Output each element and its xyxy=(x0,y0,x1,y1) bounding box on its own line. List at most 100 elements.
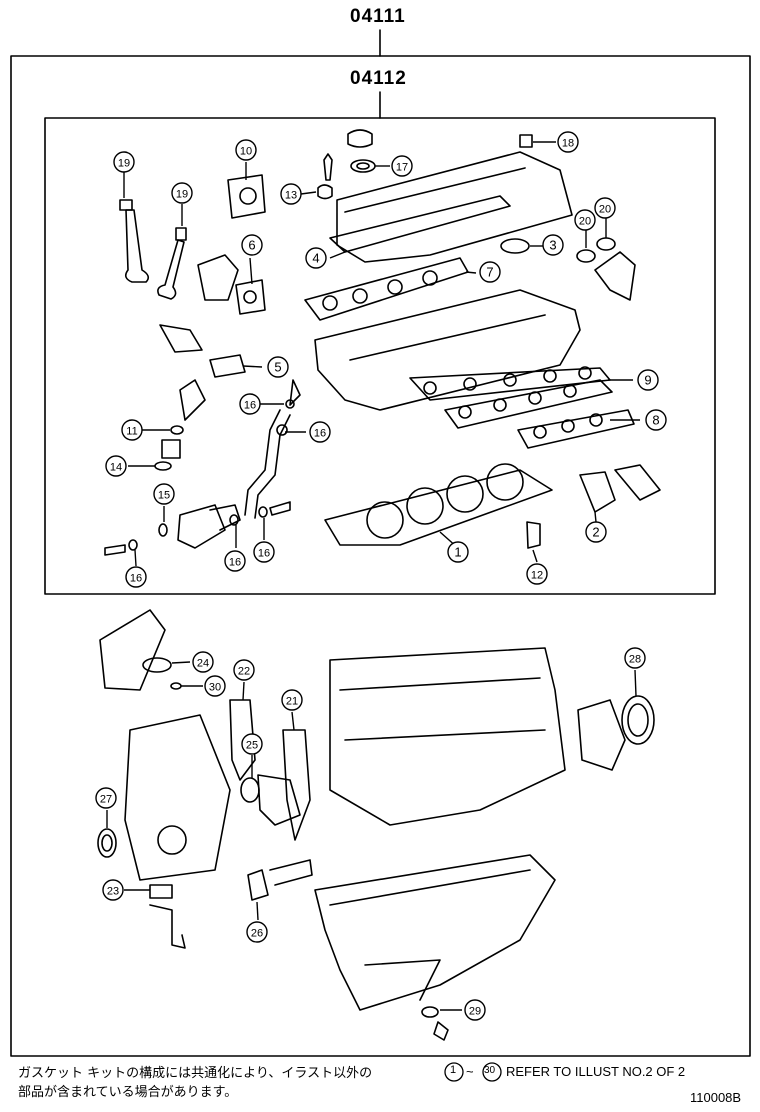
o-ring-16e xyxy=(128,539,138,551)
callout-21: 21 xyxy=(281,689,303,711)
callout-19: 19 xyxy=(171,182,193,204)
callout-6: 6 xyxy=(241,234,263,256)
callout-circle xyxy=(102,879,124,901)
o-ring-16c xyxy=(229,514,239,526)
callout-7: 7 xyxy=(479,261,501,283)
inner-kit-frame xyxy=(44,117,716,595)
valve-19-right xyxy=(157,239,185,300)
callout-number: 7 xyxy=(486,265,493,280)
callout-18: 18 xyxy=(557,131,579,153)
callout-circle xyxy=(637,369,659,391)
water-outlet-drawing xyxy=(99,609,166,691)
callout-circle xyxy=(464,999,486,1021)
o-ring-15 xyxy=(158,523,168,537)
callout-number: 1 xyxy=(454,545,461,560)
refer-to-illust-note: REFER TO ILLUST NO.2 OF 2 xyxy=(506,1064,686,1079)
ref-separator: ~ xyxy=(466,1064,474,1079)
callout-number: 20 xyxy=(579,216,591,228)
callout-number: 18 xyxy=(562,138,574,150)
callout-number: 21 xyxy=(286,696,298,708)
callout-20: 20 xyxy=(574,209,596,231)
callout-circle xyxy=(246,921,268,943)
callout-number: 28 xyxy=(629,654,641,666)
illustration-code: 110008B xyxy=(690,1090,742,1105)
gasket-12 xyxy=(526,521,541,549)
gasket-2 xyxy=(579,471,616,513)
callout-circle xyxy=(233,659,255,681)
callout-circle xyxy=(447,541,469,563)
callout-30: 30 xyxy=(204,675,226,697)
callout-2: 2 xyxy=(585,521,607,543)
callout-number: 19 xyxy=(176,189,188,201)
callout-26: 26 xyxy=(246,921,268,943)
callout-16: 16 xyxy=(253,541,275,563)
outer-kit-code: 04111 xyxy=(350,6,406,27)
callout-1: 1 xyxy=(447,541,469,563)
callout-circle xyxy=(557,131,579,153)
seal-20-right xyxy=(596,237,616,251)
callout-number: 16 xyxy=(229,557,241,569)
drain-plug-gasket-29 xyxy=(421,1006,439,1018)
bypass-pipe xyxy=(244,409,291,519)
callout-circle xyxy=(253,541,275,563)
callout-number: 25 xyxy=(246,740,258,752)
callout-number: 10 xyxy=(240,146,252,158)
valve-19-left xyxy=(124,209,150,283)
callout-circle xyxy=(624,647,646,669)
callout-circle xyxy=(224,550,246,572)
callout-circle xyxy=(645,409,667,431)
callout-circle xyxy=(105,455,127,477)
ref-to-circle xyxy=(482,1062,502,1082)
callout-number: 23 xyxy=(107,886,119,898)
o-ring-14 xyxy=(154,461,172,471)
callout-number: 16 xyxy=(130,573,142,585)
callout-circle xyxy=(171,182,193,204)
seal-27 xyxy=(97,828,117,858)
callout-number: 27 xyxy=(100,794,112,806)
o-ring-16b xyxy=(276,424,288,436)
callout-circle xyxy=(280,183,302,205)
callout-number: 3 xyxy=(549,238,556,253)
callout-number: 9 xyxy=(644,373,651,388)
callout-number: 5 xyxy=(274,360,281,375)
callout-number: 11 xyxy=(126,426,137,438)
seal-3 xyxy=(500,238,530,254)
callout-circle xyxy=(281,689,303,711)
cap-gasket-17 xyxy=(350,159,376,173)
inner-kit-code: 04112 xyxy=(350,68,407,89)
o-ring-11 xyxy=(170,425,184,435)
callout-number: 26 xyxy=(251,928,263,940)
callout-circle xyxy=(574,209,596,231)
callout-25: 25 xyxy=(241,733,263,755)
callout-circle xyxy=(192,651,214,673)
gasket-5 xyxy=(209,354,246,378)
gasket-6 xyxy=(235,279,266,315)
gasket-exhaust-second xyxy=(444,379,613,429)
callout-circle xyxy=(235,139,257,161)
callout-number: 17 xyxy=(396,162,408,174)
callout-circle xyxy=(125,566,147,588)
callout-24: 24 xyxy=(192,651,214,673)
rear-seal-retainer xyxy=(577,699,626,771)
cap-gasket-17-inner xyxy=(356,162,370,170)
callout-16: 16 xyxy=(224,550,246,572)
callout-number: 13 xyxy=(285,190,297,202)
callout-19: 19 xyxy=(113,151,135,173)
note-line-2: 部品が含まれている場合があります。 xyxy=(18,1085,238,1100)
callout-circle xyxy=(585,521,607,543)
callout-13: 13 xyxy=(280,183,302,205)
callout-circle xyxy=(526,563,548,585)
callout-number: 30 xyxy=(209,682,221,694)
callout-27: 27 xyxy=(95,787,117,809)
callout-number: 2 xyxy=(592,525,599,540)
o-ring-30 xyxy=(170,682,182,690)
callout-12: 12 xyxy=(526,563,548,585)
oil-filler-cap-drawing xyxy=(347,129,373,148)
callout-number: 8 xyxy=(652,413,659,428)
callout-10: 10 xyxy=(235,139,257,161)
gasket-21 xyxy=(282,729,311,841)
callout-number: 14 xyxy=(110,462,122,474)
callout-circle xyxy=(542,234,564,256)
callout-3: 3 xyxy=(542,234,564,256)
